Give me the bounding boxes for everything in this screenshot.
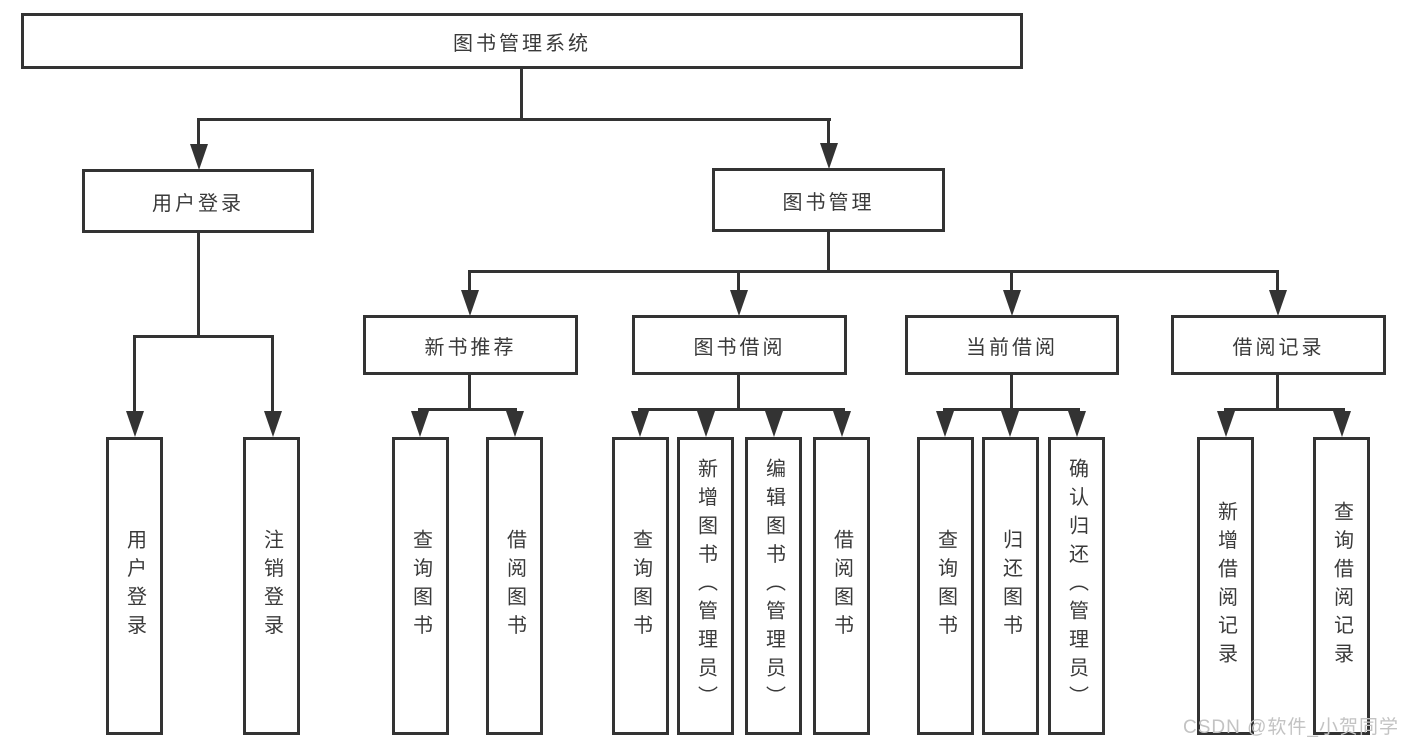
node-borrowing-records: 借阅记录 — [1171, 315, 1386, 375]
edge-drop-book-mgmt — [827, 118, 830, 146]
node-book-management-branch: 图书管理 — [712, 168, 945, 232]
edge-drop-borrowing — [737, 270, 740, 291]
node-label: 用户登录 — [152, 192, 244, 215]
leaf-add-borrow-record: 新增借阅记录 — [1197, 437, 1254, 735]
node-user-login-branch: 用户登录 — [82, 169, 314, 233]
leaf-label: 借阅图书 — [830, 529, 853, 643]
edge-recommend-stem — [468, 375, 471, 408]
leaf-user-login: 用户登录 — [106, 437, 163, 735]
leaf-label: 查询图书 — [629, 529, 652, 643]
leaf-label: 确认归还（管理员） — [1065, 458, 1088, 714]
arrowhead-borrowing — [730, 290, 748, 316]
leaf-borrow-books-borrowing: 借阅图书 — [813, 437, 870, 735]
edge-drop-records — [1276, 270, 1279, 291]
edge-drop-leaf-logout — [271, 335, 274, 413]
edge-borrowing-branch — [638, 408, 845, 411]
leaf-label: 查询图书 — [934, 529, 957, 643]
arrowhead-book-mgmt — [820, 143, 838, 169]
edge-records-branch — [1224, 408, 1345, 411]
edge-drop-current — [1010, 270, 1013, 291]
arrowhead-leaf-logout — [264, 411, 282, 437]
leaf-logout: 注销登录 — [243, 437, 300, 735]
arrowhead-recommend — [461, 290, 479, 316]
node-label: 图书借阅 — [693, 336, 786, 359]
edge-user-login-stem — [197, 233, 200, 335]
leaf-return-books: 归还图书 — [982, 437, 1039, 735]
arrowhead-user-login — [190, 144, 208, 170]
arrowhead-leaf — [631, 411, 649, 437]
leaf-query-books-recommend: 查询图书 — [392, 437, 449, 735]
leaf-label: 用户登录 — [123, 529, 146, 643]
node-root-library-system: 图书管理系统 — [21, 13, 1023, 69]
leaf-borrow-books-recommend: 借阅图书 — [486, 437, 543, 735]
leaf-label: 编辑图书（管理员） — [762, 458, 785, 714]
arrowhead-leaf — [765, 411, 783, 437]
leaf-label: 注销登录 — [260, 529, 283, 643]
edge-root-stem — [520, 69, 523, 118]
edge-book-mgmt-stem — [827, 232, 830, 270]
node-label: 图书管理系统 — [453, 32, 591, 55]
edge-root-branch — [197, 118, 831, 121]
leaf-label: 归还图书 — [999, 529, 1022, 643]
node-book-borrowing: 图书借阅 — [632, 315, 847, 375]
leaf-label: 查询借阅记录 — [1330, 500, 1353, 672]
leaf-label: 新增借阅记录 — [1214, 500, 1237, 672]
csdn-watermark: CSDN @软件_小贺同学 — [1183, 717, 1399, 738]
node-label: 当前借阅 — [966, 336, 1058, 359]
node-label: 借阅记录 — [1232, 336, 1325, 359]
arrowhead-leaf — [1333, 411, 1351, 437]
leaf-label: 新增图书（管理员） — [694, 458, 717, 714]
arrowhead-leaf — [1217, 411, 1235, 437]
leaf-edit-books-admin: 编辑图书（管理员） — [745, 437, 802, 735]
arrowhead-records — [1269, 290, 1287, 316]
node-label: 图书管理 — [782, 191, 875, 214]
leaf-query-books-current: 查询图书 — [917, 437, 974, 735]
arrowhead-leaf — [506, 411, 524, 437]
edge-book-mgmt-branch — [468, 270, 1279, 273]
leaf-query-books-borrowing: 查询图书 — [612, 437, 669, 735]
leaf-label: 借阅图书 — [503, 529, 526, 643]
edge-current-stem — [1010, 375, 1013, 408]
leaf-confirm-return-admin: 确认归还（管理员） — [1048, 437, 1105, 735]
leaf-add-books-admin: 新增图书（管理员） — [677, 437, 734, 735]
arrowhead-leaf — [1068, 411, 1086, 437]
arrowhead-leaf — [697, 411, 715, 437]
node-label: 新书推荐 — [424, 336, 517, 359]
edge-user-login-branch — [133, 335, 274, 338]
edge-records-stem — [1276, 375, 1279, 408]
arrowhead-current — [1003, 290, 1021, 316]
edge-recommend-branch — [418, 408, 517, 411]
edge-drop-user-login — [197, 118, 200, 146]
arrowhead-leaf-login — [126, 411, 144, 437]
node-current-borrowing: 当前借阅 — [905, 315, 1119, 375]
leaf-label: 查询图书 — [409, 529, 432, 643]
arrowhead-leaf — [1001, 411, 1019, 437]
leaf-query-borrow-record: 查询借阅记录 — [1313, 437, 1370, 735]
arrowhead-leaf — [833, 411, 851, 437]
arrowhead-leaf — [936, 411, 954, 437]
edge-drop-leaf-login — [133, 335, 136, 413]
edge-drop-recommend — [468, 270, 471, 291]
edge-borrowing-stem — [737, 375, 740, 408]
edge-current-branch — [943, 408, 1080, 411]
node-new-book-recommendation: 新书推荐 — [363, 315, 578, 375]
arrowhead-leaf — [411, 411, 429, 437]
